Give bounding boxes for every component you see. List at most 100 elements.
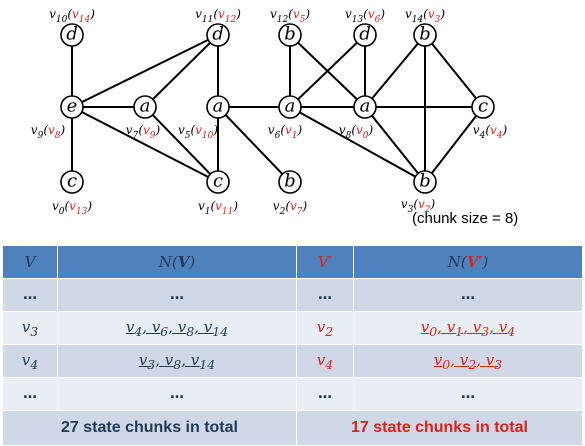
- node-v3: b: [413, 170, 437, 194]
- vertex-label-v7: v7(v9): [126, 123, 161, 141]
- edge-v9-v1: [71, 106, 219, 183]
- table-header-row: V N(V) V′ N(V′): [2, 245, 583, 279]
- header-v-prime: V′: [296, 245, 354, 279]
- node-circle: [60, 170, 84, 194]
- graph-edges: [71, 34, 484, 183]
- node-letter: c: [478, 96, 488, 117]
- node-circle: [206, 95, 230, 119]
- node-v12: b: [278, 23, 302, 47]
- cell-ellipsis: …: [2, 278, 58, 312]
- node-circle: [278, 95, 302, 119]
- graph-nodes: d d b d b e a a a a c c c b b: [60, 23, 495, 194]
- node-v11: d: [206, 23, 230, 47]
- table-row-ellipsis-top: … … … …: [2, 278, 583, 312]
- cell-ellipsis: …: [353, 377, 583, 411]
- cell-ellipsis: …: [296, 377, 354, 411]
- cell-vertex-prime: v4: [296, 344, 354, 378]
- cell-vertex: v3: [2, 311, 58, 345]
- edge-v4-v3: [424, 106, 484, 183]
- node-v5: a: [206, 95, 230, 119]
- vertex-label-v1: v1(v11): [198, 199, 238, 217]
- edge-v6-v3: [289, 106, 426, 183]
- node-letter: a: [213, 96, 224, 117]
- node-v0: c: [60, 170, 84, 194]
- node-circle: [278, 23, 302, 47]
- edge-v7-v11: [144, 34, 219, 108]
- edge-v7-v1: [144, 106, 219, 183]
- vertex-label-v11: v11(v12): [195, 7, 241, 25]
- table-row-ellipsis-bottom: … … … …: [2, 377, 583, 411]
- edge-v8-v3: [364, 106, 426, 183]
- node-letter: b: [419, 24, 431, 45]
- node-letter: b: [284, 171, 296, 192]
- vertex-label-v9: v9(v8): [31, 123, 66, 141]
- vertex-label-v14: v14(v3): [405, 7, 445, 25]
- node-v7: a: [133, 95, 157, 119]
- table-footer-row: 27 state chunks in total 17 state chunks…: [2, 410, 583, 446]
- edge-v5-v2: [217, 106, 291, 183]
- node-v9: e: [60, 95, 84, 119]
- vertex-label-v10: v10(v14): [49, 7, 95, 25]
- header-nv-prime: N(V′): [353, 245, 583, 279]
- node-v10: d: [60, 23, 84, 47]
- node-v13: d: [353, 23, 377, 47]
- vertex-label-v3: v3(v2): [401, 197, 436, 215]
- edge-v14-v4: [424, 34, 484, 108]
- vertex-label-v5: v5(v10): [178, 123, 218, 141]
- header-v: V: [2, 245, 58, 279]
- node-circle: [60, 95, 84, 119]
- node-circle: [353, 23, 377, 47]
- node-letter: d: [212, 24, 224, 45]
- node-circle: [133, 95, 157, 119]
- node-letter: e: [67, 96, 78, 117]
- node-circle: [413, 170, 437, 194]
- node-letter: a: [140, 96, 151, 117]
- node-circle: [413, 23, 437, 47]
- neighbor-table: V N(V) V′ N(V′) … … … … v3 v4, v6, v8, v…: [2, 245, 583, 446]
- cell-ellipsis: …: [57, 278, 297, 312]
- node-v8: a: [353, 95, 377, 119]
- cell-ellipsis: …: [353, 278, 583, 312]
- node-letter: c: [67, 171, 77, 192]
- edge-v14-v8: [364, 34, 426, 108]
- table-row: v3 v4, v6, v8, v14 v2 v0, v1, v3, v4: [2, 311, 583, 345]
- cell-ellipsis: …: [296, 278, 354, 312]
- vertex-label-v0: v0(v13): [52, 199, 92, 217]
- node-v1: c: [206, 170, 230, 194]
- node-letter: b: [419, 171, 431, 192]
- node-letter: c: [213, 171, 223, 192]
- node-circle: [60, 23, 84, 47]
- node-letter: b: [284, 24, 296, 45]
- footer-total-original: 27 state chunks in total: [2, 410, 297, 446]
- node-letter: d: [359, 24, 371, 45]
- header-nv: N(V): [57, 245, 297, 279]
- edge-v13-v6: [289, 34, 366, 108]
- node-circle: [353, 95, 377, 119]
- cell-neighbors-prime: v0, v2, v3: [353, 344, 583, 378]
- vertex-label-v4: v4(v4): [473, 123, 508, 141]
- vertex-label-v12: v12(v5): [270, 7, 310, 25]
- vertex-label-v2: v2(v7): [273, 199, 308, 217]
- node-v14: b: [413, 23, 437, 47]
- edge-v9-v11: [71, 34, 219, 108]
- node-circle: [278, 170, 302, 194]
- node-letter: a: [285, 96, 296, 117]
- chunk-size-note: (chunk size = 8): [412, 210, 519, 227]
- table-row: v4 v3, v8, v14 v4 v0, v2, v3: [2, 344, 583, 378]
- node-letter: d: [66, 24, 78, 45]
- node-v4: c: [471, 95, 495, 119]
- cell-ellipsis: …: [57, 377, 297, 411]
- vertex-label-v13: v13(v6): [345, 7, 385, 25]
- cell-neighbors: v4, v6, v8, v14: [57, 311, 297, 345]
- node-v6: a: [278, 95, 302, 119]
- node-v2: b: [278, 170, 302, 194]
- node-letter: a: [360, 96, 371, 117]
- footer-total-compressed: 17 state chunks in total: [296, 410, 583, 446]
- cell-ellipsis: …: [2, 377, 58, 411]
- node-circle: [471, 95, 495, 119]
- vertex-label-v8: v8(v0): [339, 123, 374, 141]
- vertex-label-v6: v6(v1): [268, 123, 303, 141]
- graph-vertex-labels: v10(v14) v11(v12) v12(v5) v13(v6) v14(v3) v9(…: [31, 7, 508, 217]
- cell-neighbors: v3, v8, v14: [57, 344, 297, 378]
